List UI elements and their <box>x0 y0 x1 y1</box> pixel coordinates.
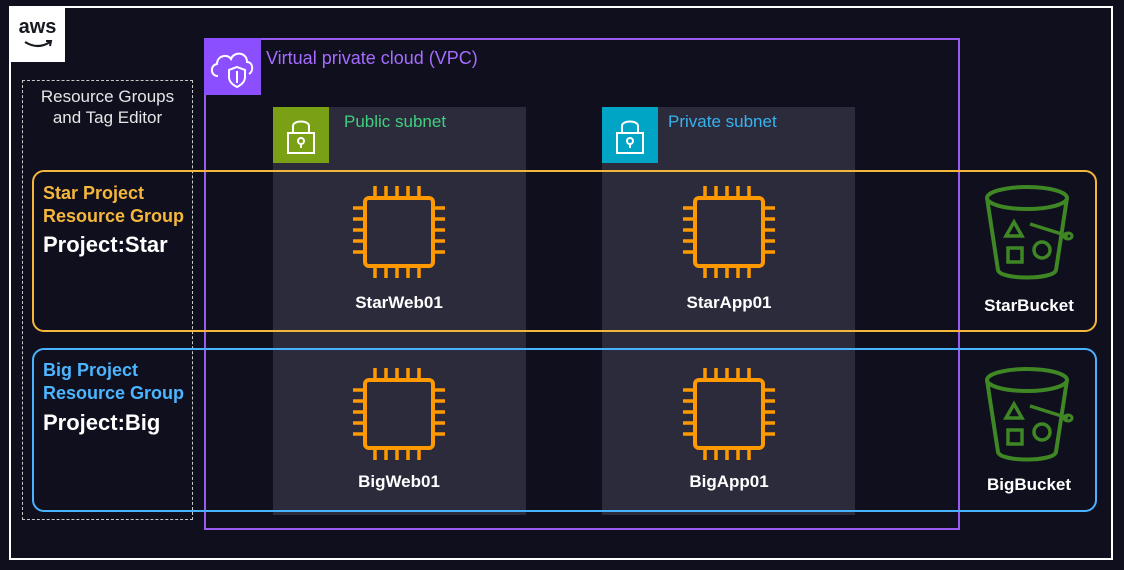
star-group-title-line2: Resource Group <box>43 206 185 226</box>
resource-groups-editor-label: Resource Groups and Tag Editor <box>22 86 193 128</box>
starweb01-label: StarWeb01 <box>355 293 443 312</box>
big-resource-group-box <box>32 348 1097 512</box>
starbucket-label: StarBucket <box>984 296 1074 315</box>
starbucket-s3-bucket-icon <box>985 185 1074 280</box>
starapp01-ec2-chip-icon <box>683 186 775 278</box>
bigweb01-label: BigWeb01 <box>358 472 440 491</box>
private-subnet-label: Private subnet <box>668 112 777 131</box>
rg-editor-line1: Resource Groups <box>40 87 175 106</box>
public-subnet-label: Public subnet <box>344 112 447 131</box>
starweb01-ec2-chip-icon <box>353 186 445 278</box>
bigbucket-s3-bucket-icon <box>985 367 1074 462</box>
aws-smile-icon <box>24 40 53 48</box>
big-group-title-line1: Big Project <box>43 360 139 380</box>
aws-logo-text: aws <box>18 16 57 38</box>
vpc-boundary <box>204 38 960 530</box>
bigweb01-ec2-chip-icon <box>353 368 445 460</box>
star-group-title: Star Project Resource Group <box>43 182 184 228</box>
vpc-cloud-shield-icon <box>204 38 261 95</box>
rg-editor-line2: and Tag Editor <box>52 108 163 127</box>
private-subnet-padlock-icon <box>602 107 658 163</box>
star-group-title-line1: Star Project <box>43 183 145 203</box>
public-subnet-padlock-icon <box>273 107 329 163</box>
aws-logo: aws <box>10 8 65 62</box>
vpc-label: Virtual private cloud (VPC) <box>266 48 478 68</box>
bigapp01-ec2-chip-icon <box>683 368 775 460</box>
bigapp01-label: BigApp01 <box>689 472 769 491</box>
starapp01-label: StarApp01 <box>686 293 772 312</box>
resource-groups-editor-box <box>22 80 193 520</box>
big-group-title: Big Project Resource Group <box>43 359 184 405</box>
diagram-frame <box>9 6 1113 560</box>
star-group-tag: Project:Star <box>43 232 168 257</box>
star-resource-group-box <box>32 170 1097 332</box>
big-group-title-line2: Resource Group <box>43 383 185 403</box>
bigbucket-label: BigBucket <box>986 475 1072 494</box>
big-group-tag: Project:Big <box>43 410 161 435</box>
